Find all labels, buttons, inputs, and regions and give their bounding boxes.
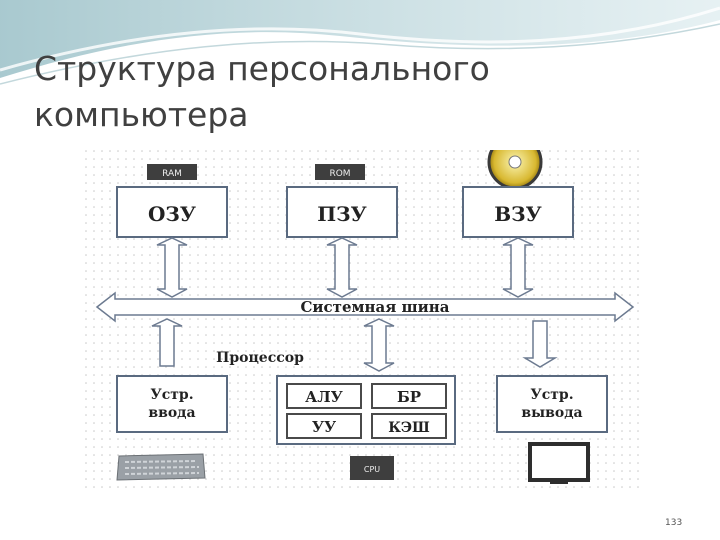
input-bus-arrow	[151, 318, 183, 367]
header-wave-shadow	[0, 23, 720, 85]
cache-box	[371, 413, 447, 439]
output-device-box	[496, 375, 608, 433]
processor-bus-arrow	[363, 318, 395, 372]
keyboard-icon	[116, 453, 206, 481]
rom-chip-label: ROM	[329, 169, 350, 179]
vzu-box	[462, 186, 574, 238]
cpu-chip-label: CPU	[364, 465, 380, 474]
cache-label: КЭШ	[388, 420, 430, 436]
input-device-box	[116, 375, 228, 433]
uu-label: УУ	[312, 418, 336, 436]
pzu-box	[286, 186, 398, 238]
vzu-label: ВЗУ	[494, 202, 542, 226]
alu-label: АЛУ	[305, 388, 343, 406]
system-bus-arrow	[95, 291, 635, 323]
ram-chip	[147, 164, 197, 180]
rom-chip	[315, 164, 365, 180]
pc-structure-diagram: RAM ROM ОЗУ ПЗУ ВЗУ Системная шина Проце…	[85, 150, 645, 490]
header-wave	[0, 0, 720, 78]
uu-box	[286, 413, 362, 439]
br-label: БР	[397, 388, 421, 406]
slide-title-line-2: компьютера	[34, 95, 249, 134]
output-device-label-line-1: Устр.	[530, 387, 573, 403]
page-number: 133	[665, 518, 683, 528]
output-bus-arrow	[522, 320, 558, 368]
slide-title: Структура персонального компьютера	[34, 46, 554, 138]
header-wave-highlight	[0, 6, 720, 72]
ozu-label: ОЗУ	[148, 202, 196, 226]
pzu-bus-arrow	[326, 237, 358, 298]
monitor-icon	[528, 442, 590, 484]
ozu-box	[116, 186, 228, 238]
slide-title-line-1: Структура персонального	[34, 49, 490, 88]
cpu-chip-icon: CPU	[350, 456, 394, 480]
ram-chip-label: RAM	[162, 169, 182, 179]
processor-label: Процессор	[216, 350, 304, 366]
output-device-label-line-2: вывода	[521, 405, 582, 421]
input-device-label-line-2: ввода	[148, 405, 195, 421]
pzu-label: ПЗУ	[317, 202, 367, 226]
vzu-bus-arrow	[502, 237, 534, 298]
system-bus-label: Системная шина	[300, 298, 449, 316]
ozu-bus-arrow	[156, 237, 188, 298]
cd-disc-icon	[487, 150, 543, 190]
input-device-label-line-1: Устр.	[150, 387, 193, 403]
alu-box	[286, 383, 362, 409]
br-box	[371, 383, 447, 409]
